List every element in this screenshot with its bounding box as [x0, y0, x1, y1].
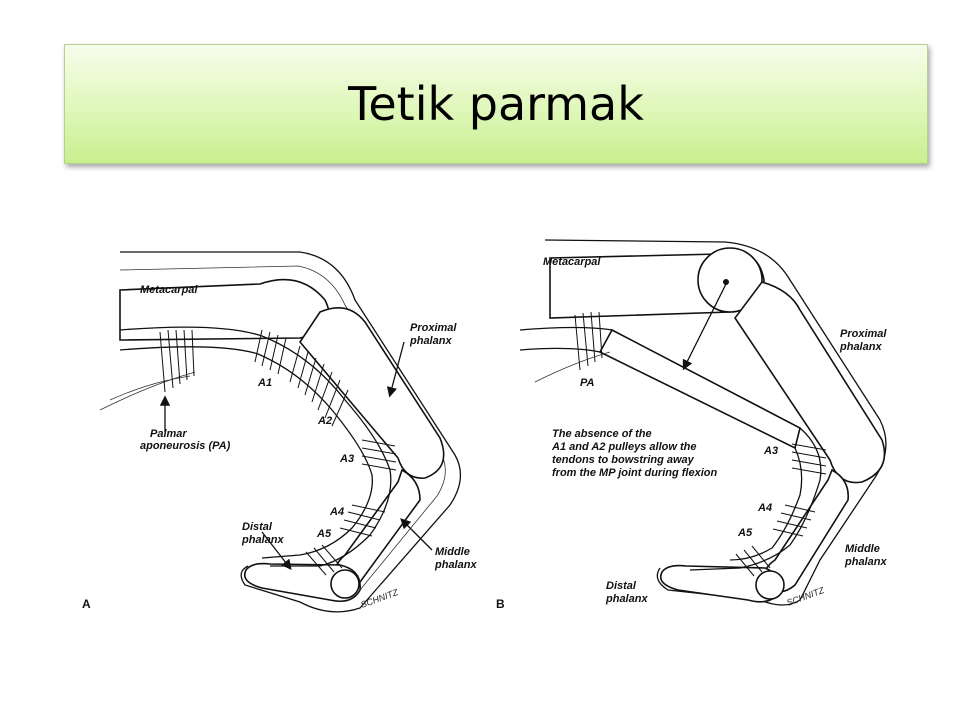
- label-proximal-b: Proximal: [840, 328, 887, 340]
- finger-outline-a: [120, 251, 462, 613]
- label-metacarpal-a: Metacarpal: [140, 284, 198, 296]
- slide-title: Tetik parmak: [348, 77, 644, 131]
- distal-phalanx-bone-a: [243, 562, 361, 603]
- label-middle-b: Middle: [845, 543, 880, 555]
- pulleys-b: [735, 443, 827, 577]
- label-middle-a: Middle: [435, 546, 470, 558]
- label-middle-b-2: phalanx: [844, 556, 887, 568]
- label-a4-b: A4: [757, 502, 772, 514]
- label-metacarpal-b: Metacarpal: [543, 256, 601, 268]
- label-palmar-a-2: aponeurosis (PA): [140, 440, 231, 452]
- panel-label-a: A: [82, 597, 91, 611]
- figure-a: Metacarpal Proximal phalanx Palmar apone…: [82, 251, 477, 613]
- label-a2: A2: [317, 415, 332, 427]
- label-distal-b: Distal: [606, 580, 637, 592]
- label-distal-a: Distal: [242, 521, 273, 533]
- label-proximal-a: Proximal: [410, 322, 457, 334]
- label-middle-a-2: phalanx: [434, 559, 477, 571]
- label-a3-b: A3: [763, 445, 778, 457]
- label-a5: A5: [316, 528, 332, 540]
- panel-label-b: B: [496, 597, 505, 611]
- bowstring-arrow: [682, 283, 727, 371]
- label-proximal-b-2: phalanx: [839, 341, 882, 353]
- note-line-2: A1 and A2 pulleys allow the: [551, 441, 696, 453]
- proximal-phalanx-bone-a: [299, 306, 445, 479]
- label-a5-b: A5: [737, 527, 753, 539]
- label-a3: A3: [339, 453, 354, 465]
- note-line-1: The absence of the: [552, 428, 652, 440]
- label-distal-a-2: phalanx: [241, 534, 284, 546]
- finger-outline-b: [544, 239, 887, 606]
- pulleys-a: [254, 329, 397, 576]
- note-line-4: from the MP joint during flexion: [552, 467, 717, 479]
- proximal-phalanx-bone-b: [734, 281, 886, 484]
- label-proximal-a-2: phalanx: [409, 335, 452, 347]
- title-banner: Tetik parmak: [64, 44, 928, 164]
- label-palmar-a: Palmar: [150, 428, 187, 440]
- label-a1: A1: [257, 377, 272, 389]
- label-distal-b-2: phalanx: [605, 593, 648, 605]
- label-a4: A4: [329, 506, 344, 518]
- signature-a: SCHNITZ: [359, 587, 400, 610]
- note-line-3: tendons to bowstring away: [552, 454, 695, 466]
- figure-b: Metacarpal PA Proximal phalanx The absen…: [496, 239, 887, 611]
- label-pa-b: PA: [580, 377, 595, 389]
